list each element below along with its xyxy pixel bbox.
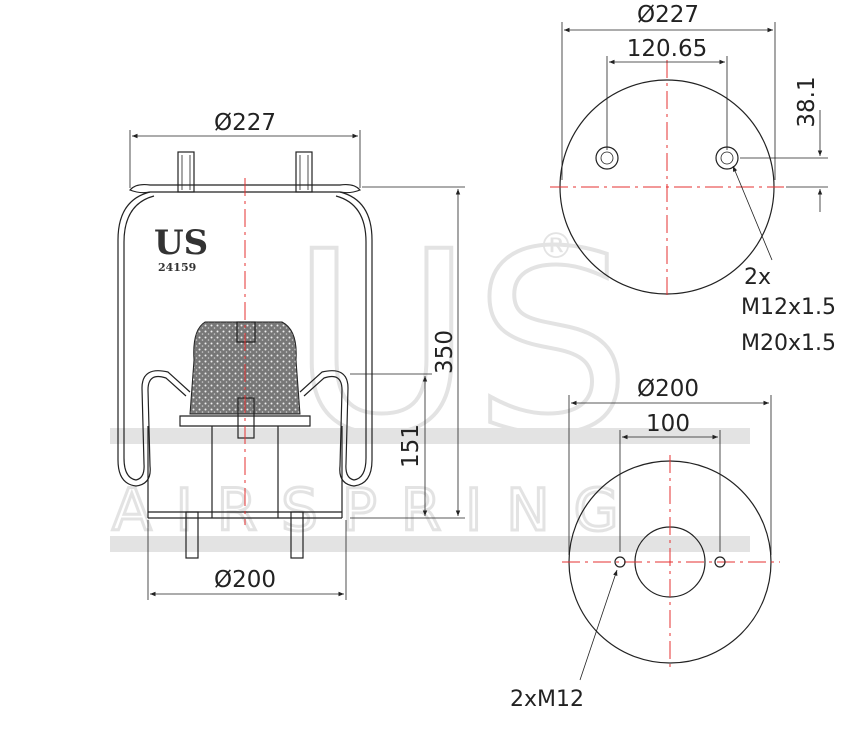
side-piston-height: 151 (398, 424, 424, 468)
top-stud-right (295, 151, 313, 193)
bottom-view: Ø200 100 2xM12 (510, 376, 780, 712)
side-top-diameter: Ø227 (214, 110, 276, 136)
top-thread-2: M20x1.5 (741, 331, 836, 356)
bellow-wall-left (117, 191, 187, 487)
bottom-stud-right (290, 511, 304, 559)
bottom-hole-spacing: 100 (646, 411, 690, 437)
top-hole-right (715, 146, 739, 170)
piston-cap (179, 415, 311, 427)
bottom-hole-left (614, 556, 626, 568)
top-stud-offset: 38.1 (794, 76, 820, 127)
top-thread-1: M12x1.5 (741, 295, 836, 320)
top-thread-count: 2x (744, 265, 771, 290)
side-overall-height: 350 (432, 330, 458, 374)
top-stud-spacing: 120.65 (627, 36, 707, 62)
watermark-bar-bottom (110, 536, 750, 552)
bellow-wall-right (303, 191, 373, 487)
watermark-airspring: AIRSPRING (112, 476, 643, 544)
watermark-registered-mark: ® (538, 226, 574, 267)
logo-part-number: 24159 (158, 261, 196, 274)
top-hole-left (595, 146, 619, 170)
top-view: Ø227 120.65 38.1 2x M12x1.5 M20x1.5 (550, 2, 836, 356)
watermark-bar-top (110, 428, 750, 444)
watermark: US ® AIRSPRING (110, 196, 750, 552)
side-bottom-diameter: Ø200 (214, 567, 276, 593)
bottom-outer-diameter: Ø200 (637, 376, 699, 402)
bottom-hole-right (714, 556, 726, 568)
logo-brand: US (154, 223, 208, 263)
top-outer-diameter: Ø227 (637, 2, 699, 28)
top-stud-left (177, 151, 195, 193)
side-view: US 24159 Ø227 Ø200 350 151 (117, 110, 465, 600)
bottom-thread-note: 2xM12 (510, 687, 584, 712)
watermark-us: US (290, 198, 632, 489)
bottom-stud-left (185, 511, 199, 559)
bead-plate (128, 183, 362, 194)
